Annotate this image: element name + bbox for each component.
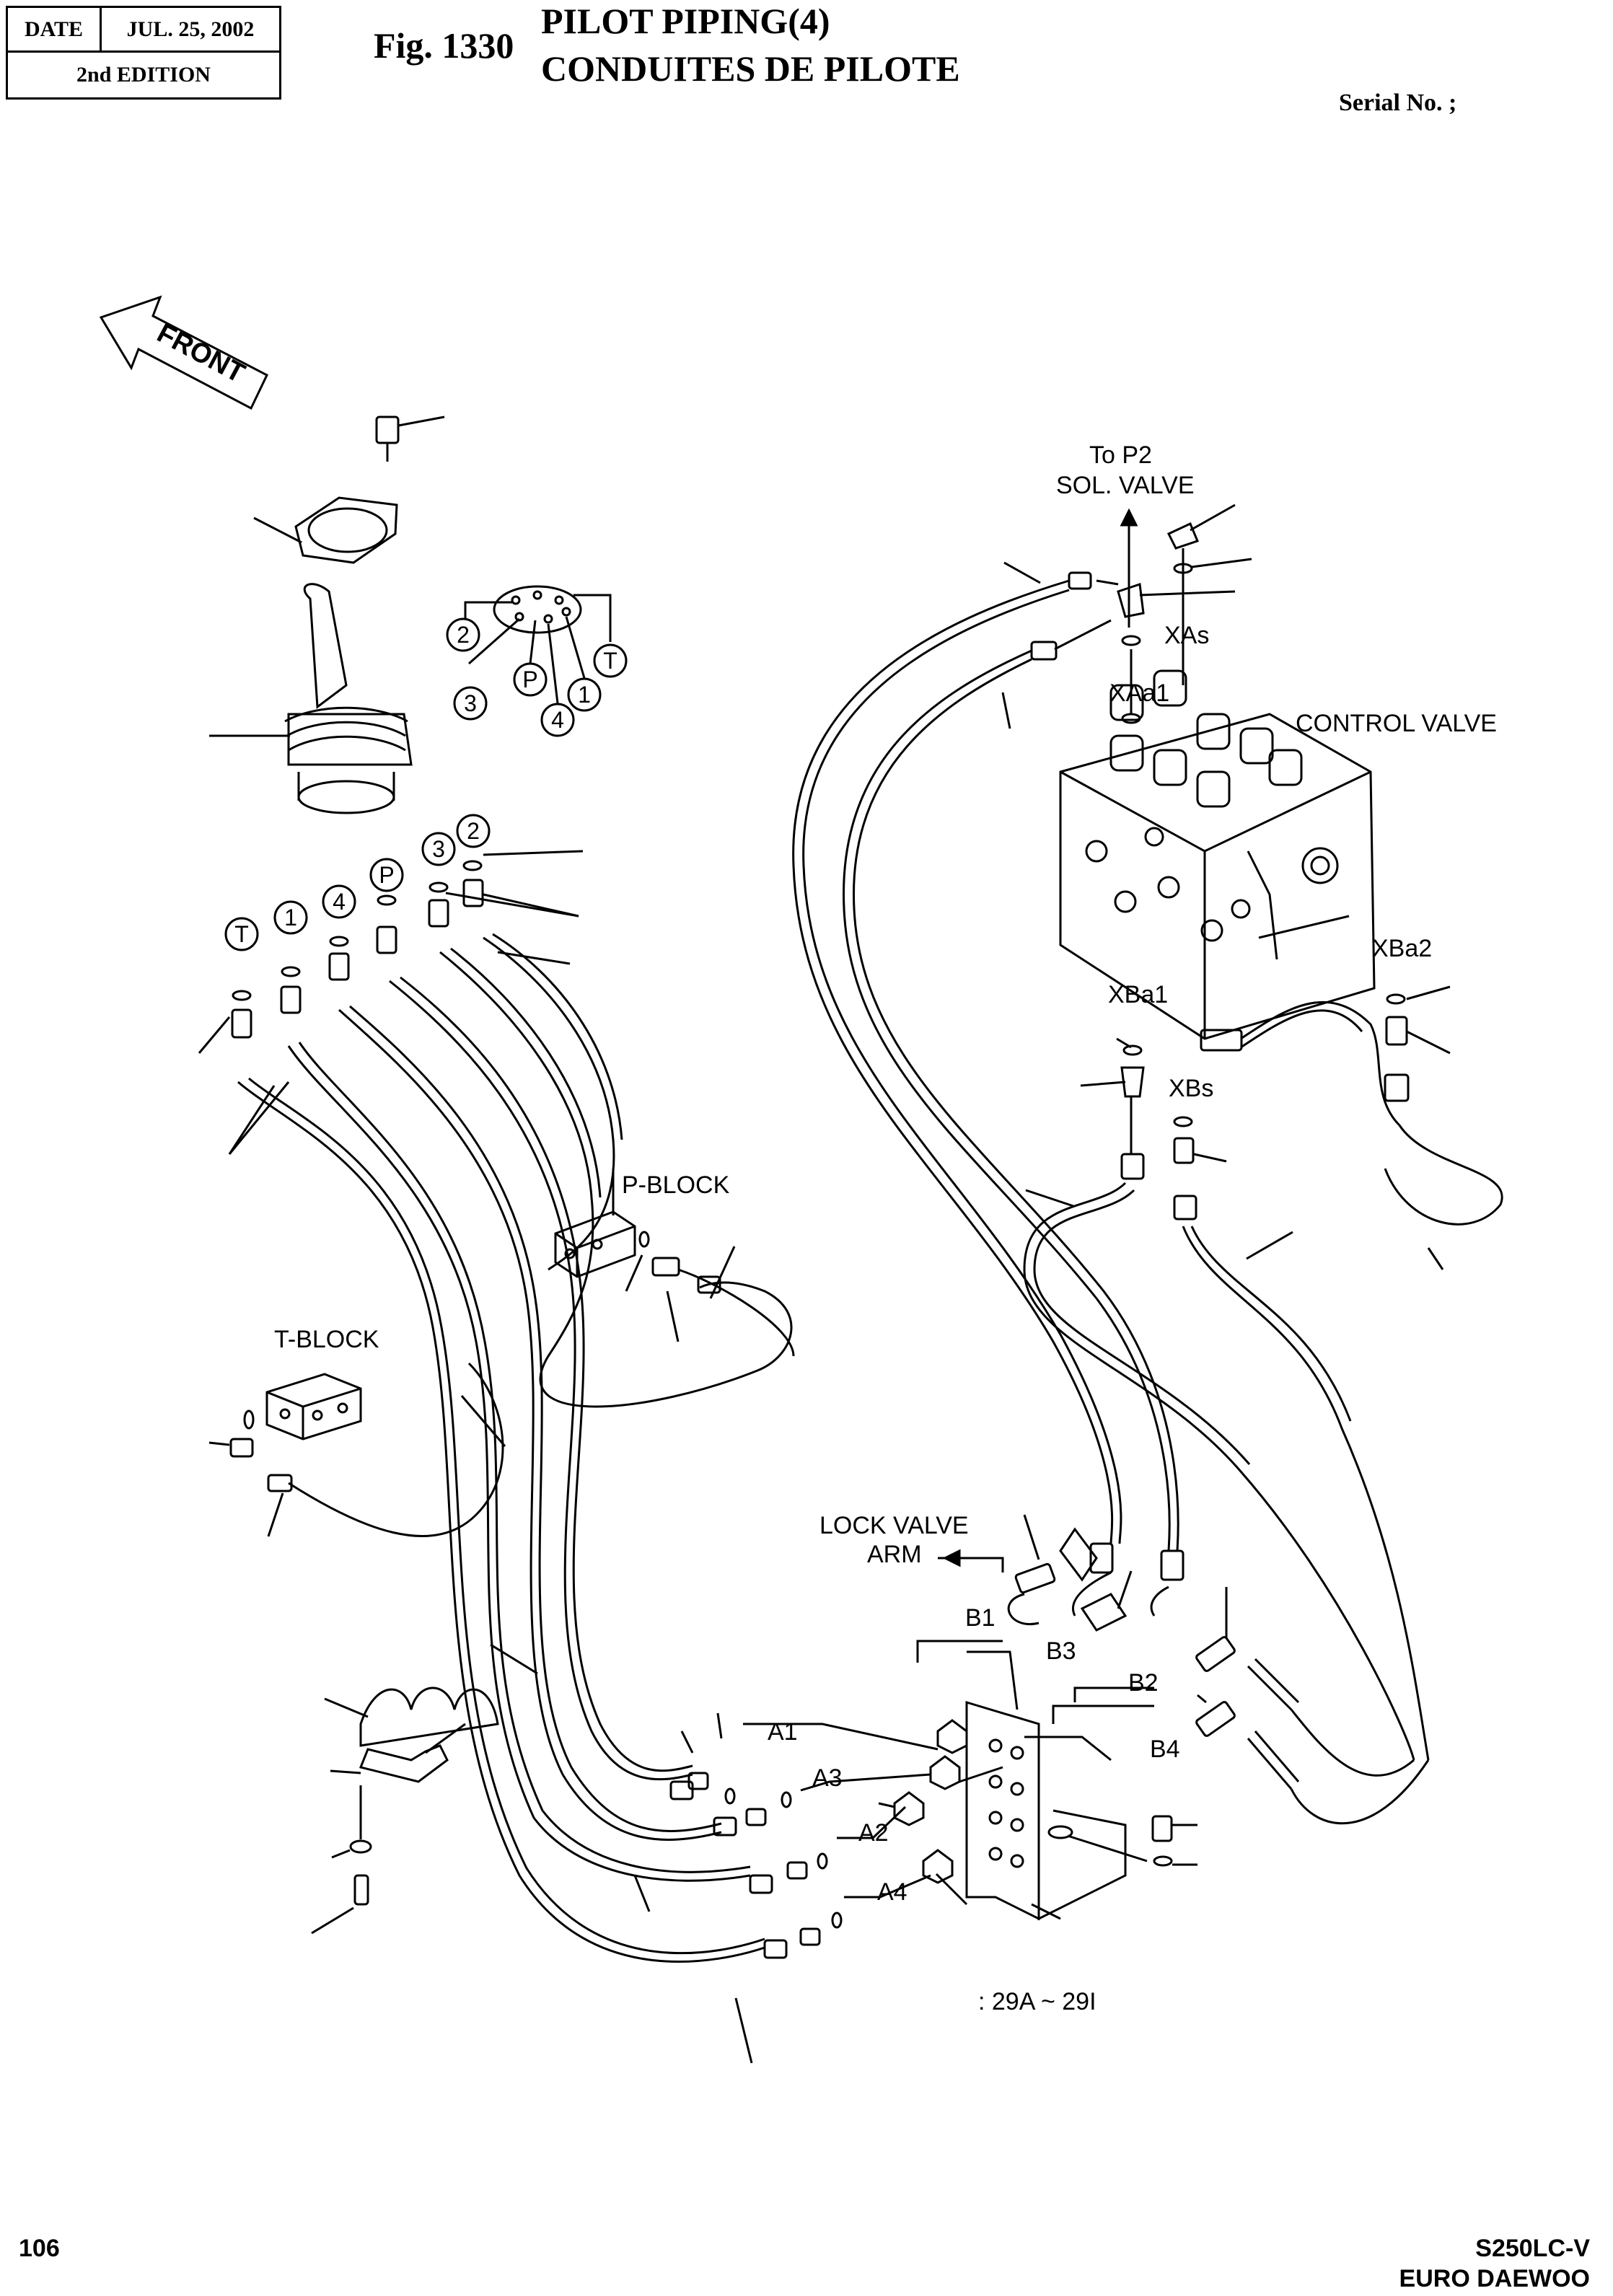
t-block: [208, 1362, 504, 1537]
joystick-assembly: [209, 415, 445, 814]
fitting-marker: 1: [273, 900, 308, 935]
title-french: CONDUITES DE PILOTE: [541, 48, 960, 89]
serial-number: Serial No. ;: [1339, 89, 1457, 116]
lock-valve-label: LOCK VALVE: [819, 1512, 969, 1539]
date-value: JUL. 25, 2002: [102, 8, 279, 53]
a4-label: A4: [877, 1878, 907, 1906]
hose-bundle-right: [792, 561, 1185, 1632]
b1-label: B1: [965, 1604, 996, 1632]
b3-label: B3: [1046, 1637, 1076, 1665]
pilot-fittings: [198, 850, 584, 1155]
range-note: : 29A ~ 29I: [978, 1988, 1096, 2015]
diagram-labels: To P2 SOL. VALVE XAs XAa1 CONTROL VALVE …: [274, 441, 1497, 2015]
control-valve: [1059, 669, 1376, 1040]
port-marker: 4: [540, 703, 575, 737]
svg-text:3: 3: [464, 690, 477, 716]
port-markers-top: 2 3 P 4 1 T: [446, 617, 628, 737]
port-plate: [464, 585, 612, 704]
svg-text:2: 2: [467, 818, 480, 844]
a2-label: A2: [858, 1819, 889, 1847]
fitting-marker: 2: [456, 814, 491, 848]
svg-text:1: 1: [578, 682, 591, 708]
svg-text:T: T: [603, 648, 617, 674]
control-valve-label: CONTROL VALVE: [1296, 710, 1497, 737]
b2-label: B2: [1128, 1669, 1159, 1697]
port-marker: P: [513, 662, 548, 697]
svg-text:1: 1: [284, 905, 297, 931]
p-block-label: P-BLOCK: [622, 1171, 730, 1199]
edition-label: 2nd EDITION: [76, 63, 211, 87]
lock-valve-arm-label: ARM: [867, 1541, 922, 1568]
svg-text:4: 4: [551, 707, 564, 733]
page-number: 106: [19, 2235, 60, 2262]
fitting-marker: 3: [421, 832, 456, 866]
brand-name: EURO DAEWOO: [1399, 2265, 1590, 2292]
port-marker: 2: [446, 617, 480, 652]
lower-valve-connections: [1023, 985, 1503, 1761]
svg-text:3: 3: [432, 836, 445, 862]
lock-valve-bracket: [680, 1549, 1430, 1946]
a1-label: A1: [768, 1718, 798, 1746]
header-box: DATE JUL. 25, 2002 2nd EDITION: [6, 6, 281, 100]
svg-text:T: T: [234, 921, 249, 947]
xbs-label: XBs: [1169, 1075, 1213, 1102]
port-markers-fittings: T 1 4 P 3 2: [224, 814, 491, 951]
top-valve-connections: [1030, 503, 1252, 724]
svg-text:P: P: [522, 667, 537, 692]
sol-valve-label: SOL. VALVE: [1056, 472, 1195, 499]
svg-text:P: P: [379, 862, 394, 888]
port-marker: 3: [453, 686, 488, 721]
model-name: S250LC-V: [1475, 2235, 1590, 2262]
date-label: DATE: [8, 8, 102, 53]
xba2-label: XBa2: [1372, 935, 1432, 962]
svg-text:2: 2: [457, 622, 470, 648]
port-marker: 1: [567, 677, 602, 712]
fitting-marker: 4: [322, 884, 356, 919]
fitting-marker: T: [224, 917, 259, 951]
figure-number: Fig. 1330: [374, 25, 514, 66]
title-english: PILOT PIPING(4): [541, 1, 830, 41]
to-p2-label: To P2: [1089, 441, 1152, 469]
hose-clamps: [311, 1686, 499, 1935]
port-marker: T: [593, 643, 628, 678]
front-arrow: FRONT: [99, 295, 268, 410]
xba1-label: XBa1: [1108, 981, 1168, 1008]
t-block-label: T-BLOCK: [274, 1326, 379, 1353]
svg-text:4: 4: [333, 889, 346, 915]
b4-label: B4: [1150, 1736, 1180, 1763]
hose-bundle-left: [237, 933, 793, 2064]
fitting-marker: P: [369, 858, 404, 892]
p-block: [554, 1169, 795, 1357]
a3-label: A3: [812, 1764, 843, 1792]
xas-label: XAs: [1164, 622, 1209, 649]
xaa1-label: XAa1: [1109, 679, 1169, 707]
